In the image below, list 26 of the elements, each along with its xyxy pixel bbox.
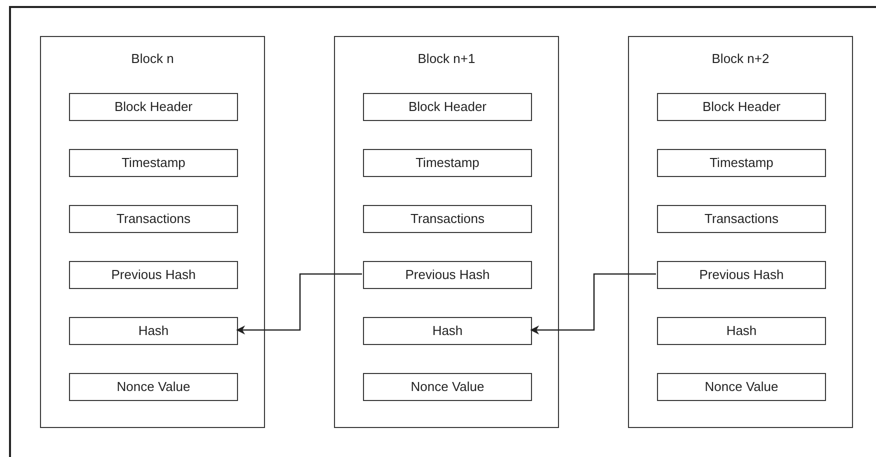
block-container xyxy=(334,36,559,428)
field-box: Transactions xyxy=(69,205,238,233)
field-box: Nonce Value xyxy=(363,373,532,401)
field-box: Hash xyxy=(657,317,826,345)
field-box: Transactions xyxy=(657,205,826,233)
block-container xyxy=(628,36,853,428)
arrow xyxy=(530,273,656,334)
block-title: Block n xyxy=(131,50,174,68)
block-title: Block n+2 xyxy=(712,50,770,68)
field-box: Nonce Value xyxy=(657,373,826,401)
field-box: Previous Hash xyxy=(657,261,826,289)
field-box: Timestamp xyxy=(363,149,532,177)
field-box: Hash xyxy=(363,317,532,345)
arrow xyxy=(236,273,362,334)
field-box: Block Header xyxy=(657,93,826,121)
field-box: Previous Hash xyxy=(363,261,532,289)
field-box: Transactions xyxy=(363,205,532,233)
field-box: Block Header xyxy=(69,93,238,121)
field-box: Hash xyxy=(69,317,238,345)
field-box: Block Header xyxy=(363,93,532,121)
field-box: Previous Hash xyxy=(69,261,238,289)
block-title: Block n+1 xyxy=(418,50,476,68)
field-box: Timestamp xyxy=(657,149,826,177)
field-box: Nonce Value xyxy=(69,373,238,401)
block-container xyxy=(40,36,265,428)
field-box: Timestamp xyxy=(69,149,238,177)
